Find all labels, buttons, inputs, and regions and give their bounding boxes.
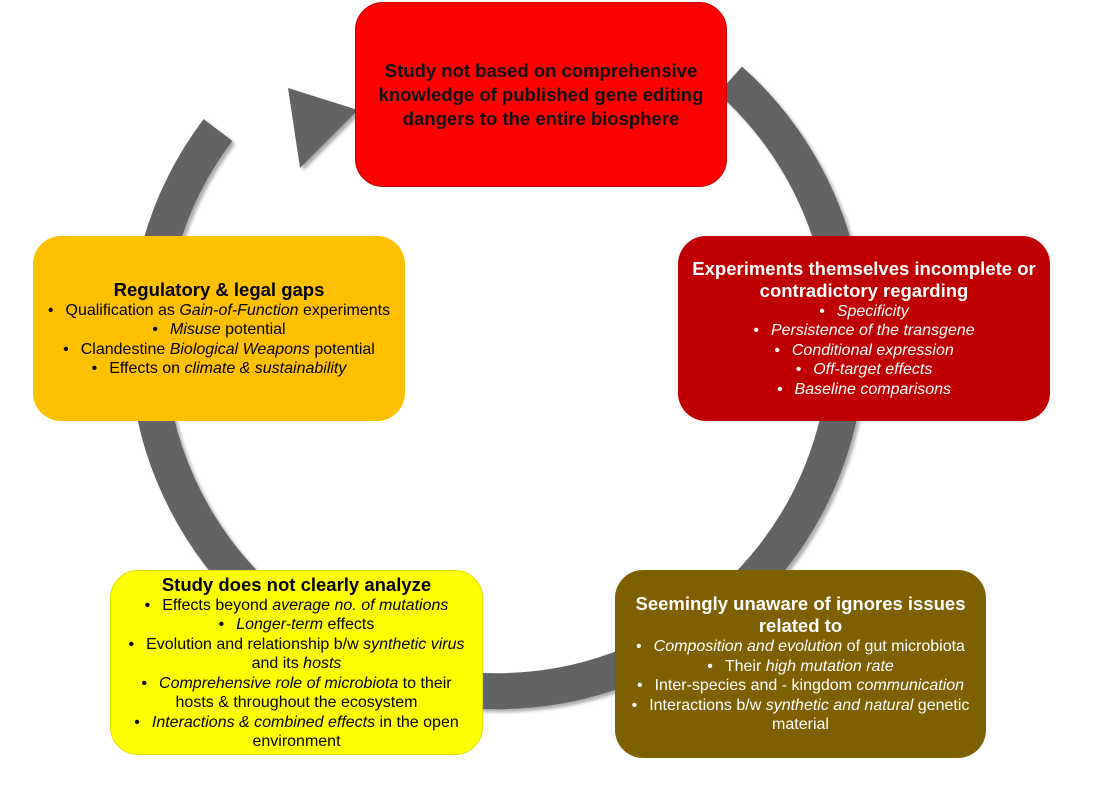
bottom-left-box-not-analyzed: Study does not clearly analyze •Effects …	[110, 570, 483, 755]
list-item: •Comprehensive role of microbiota to the…	[141, 674, 452, 712]
bullet-icon: •	[141, 674, 148, 692]
bottom-left-box-title: Study does not clearly analyze	[161, 573, 432, 595]
bullet-icon: •	[63, 340, 69, 358]
bullet-icon: •	[636, 638, 642, 656]
list-item: •Inter-species and - kingdom communicati…	[636, 677, 965, 695]
list-item: •Composition and evolution of gut microb…	[636, 638, 965, 656]
bullet-icon: •	[795, 361, 802, 379]
cycle-arrowhead	[288, 88, 358, 168]
list-item: •Clandestine Biological Weapons potentia…	[63, 340, 375, 358]
bullet-icon: •	[218, 616, 225, 633]
left-box-regulatory-gaps: Regulatory & legal gaps •Qualification a…	[33, 236, 405, 421]
list-item: •Their high mutation rate	[707, 657, 894, 675]
list-item: •Qualification as Gain-of-Function exper…	[47, 301, 391, 319]
list-item: •Effects beyond average no. of mutations	[144, 596, 449, 614]
right-box-list: •Specificity •Persistence of the transge…	[688, 302, 1040, 400]
list-item: •Persistence of the transgene	[753, 322, 975, 340]
list-item: •Longer-term effects	[218, 616, 375, 633]
bullet-icon: •	[636, 677, 643, 695]
list-item: •Interactions b/w synthetic and natural …	[631, 696, 970, 734]
bullet-icon: •	[774, 341, 780, 359]
bullet-icon: •	[128, 635, 135, 653]
bullet-icon: •	[631, 696, 638, 714]
list-item: •Misuse potential	[152, 321, 286, 338]
top-box-not-comprehensive: Study not based on comprehensive knowled…	[355, 2, 727, 187]
list-item: •Off-target effects	[795, 361, 933, 379]
left-box-title: Regulatory & legal gaps	[113, 278, 325, 300]
list-item: •Evolution and relationship b/w syntheti…	[128, 635, 465, 673]
bullet-icon: •	[753, 322, 759, 340]
list-item: •Specificity	[819, 302, 909, 320]
list-item: •Baseline comparisons	[776, 380, 952, 398]
list-item: •Interactions & combined effects in the …	[134, 713, 459, 751]
bullet-icon: •	[776, 380, 783, 398]
bottom-right-box-unaware: Seemingly unaware of ignores issues rela…	[615, 570, 986, 758]
right-box-experiments: Experiments themselves incomplete or con…	[678, 236, 1050, 421]
bullet-icon: •	[152, 321, 158, 338]
bullet-icon: •	[144, 596, 151, 614]
bottom-left-box-list: •Effects beyond average no. of mutations…	[121, 596, 472, 752]
bottom-right-box-title: Seemingly unaware of ignores issues rela…	[635, 593, 966, 637]
bottom-right-box-list: •Composition and evolution of gut microb…	[625, 637, 976, 735]
bullet-icon: •	[47, 301, 54, 319]
list-item: •Effects on climate & sustainability	[91, 360, 347, 377]
bullet-icon: •	[91, 360, 98, 377]
bullet-icon: •	[707, 657, 713, 675]
right-box-title: Experiments themselves incomplete or con…	[692, 257, 1036, 301]
list-item: •Conditional expression	[774, 341, 954, 359]
top-box-title: Study not based on comprehensive knowled…	[378, 59, 704, 129]
bullet-icon: •	[819, 302, 825, 320]
bullet-icon: •	[134, 713, 140, 731]
left-box-list: •Qualification as Gain-of-Function exper…	[43, 301, 395, 379]
